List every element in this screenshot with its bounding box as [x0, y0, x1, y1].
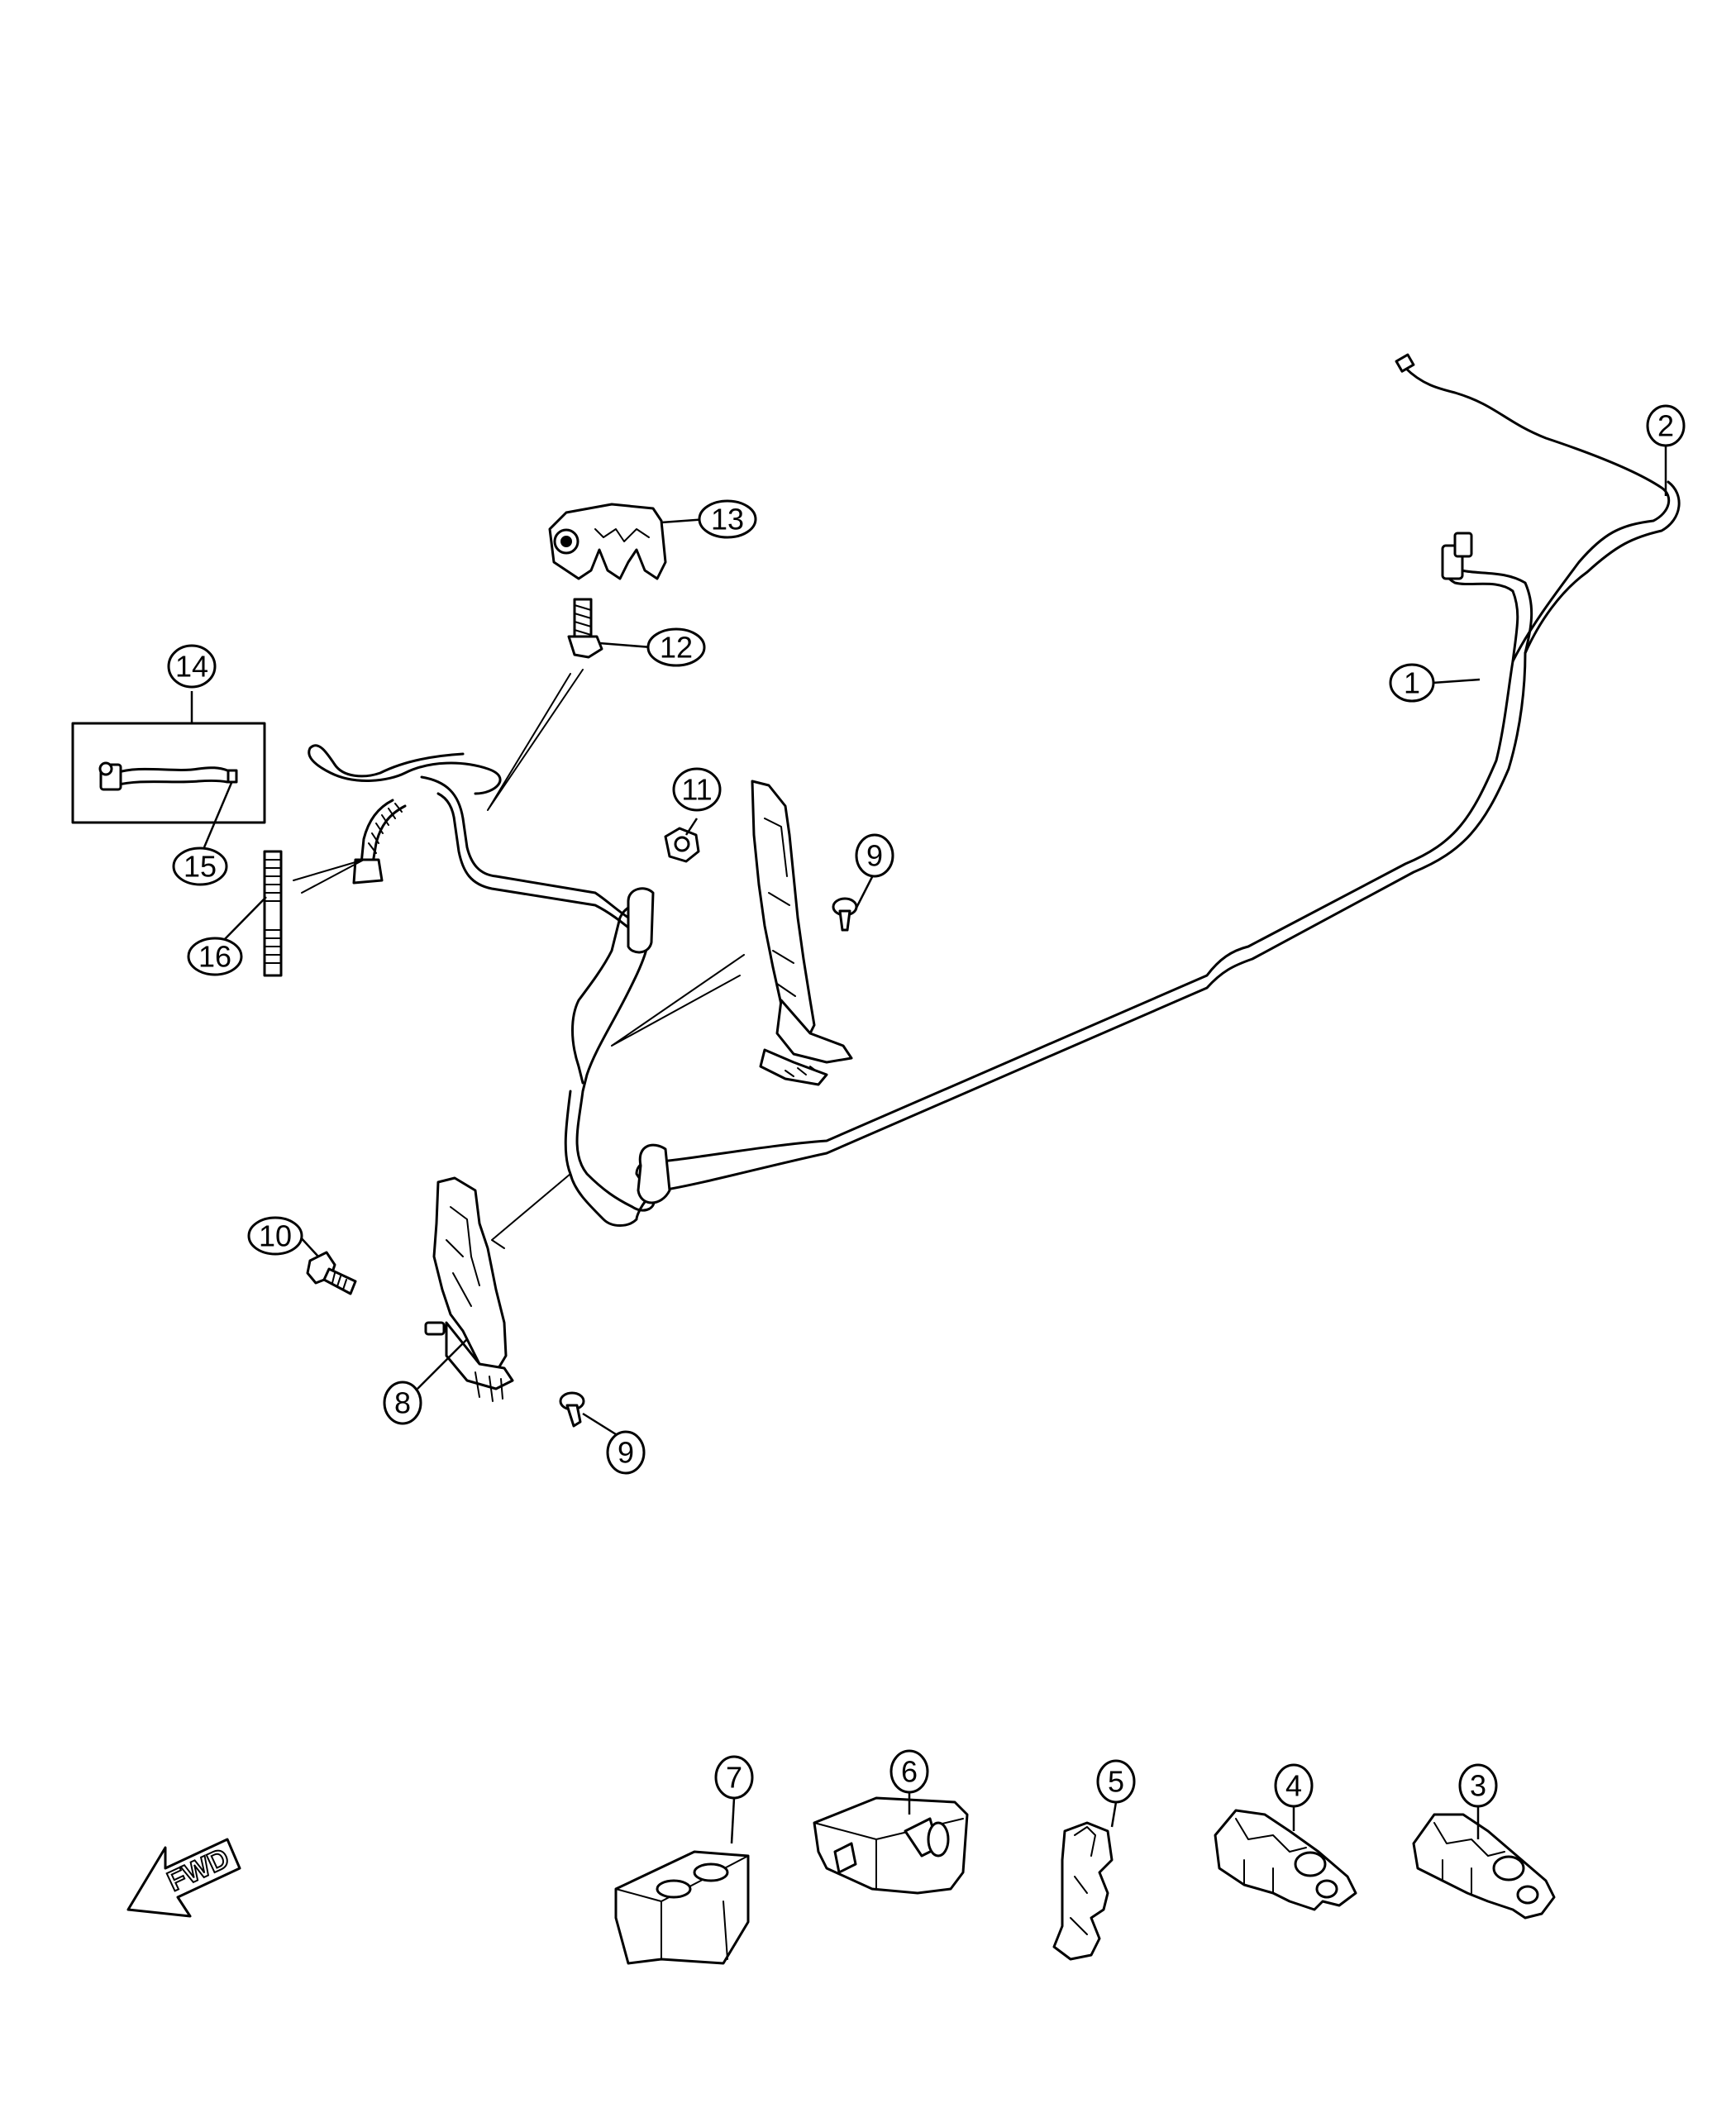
callout-7: 7	[714, 1755, 754, 1800]
callout-5: 5	[1096, 1759, 1136, 1804]
svg-text:1: 1	[1404, 666, 1420, 700]
clip-6	[813, 1796, 969, 1895]
callout-10: 10	[247, 1216, 303, 1256]
clip-4	[1214, 1809, 1357, 1911]
pointer-wedges	[293, 669, 745, 1249]
callout-13: 13	[698, 499, 757, 539]
push-pin-9-upper	[832, 897, 858, 932]
callout-4: 4	[1274, 1763, 1314, 1808]
svg-text:6: 6	[901, 1755, 918, 1789]
svg-text:14: 14	[175, 650, 208, 684]
svg-text:5: 5	[1108, 1765, 1124, 1799]
svg-text:12: 12	[660, 631, 693, 665]
svg-text:8: 8	[394, 1386, 411, 1420]
clip-7	[614, 1850, 750, 1965]
svg-text:9: 9	[866, 839, 883, 873]
svg-text:16: 16	[198, 940, 231, 974]
bracket-8	[424, 1176, 514, 1402]
fwd-label: FWD	[163, 1842, 234, 1897]
svg-text:7: 7	[726, 1761, 742, 1795]
callout-9-lower: 9	[606, 1430, 646, 1475]
svg-text:10: 10	[259, 1219, 292, 1253]
svg-text:11: 11	[681, 773, 712, 807]
callout-12: 12	[646, 627, 706, 667]
svg-text:15: 15	[184, 850, 217, 884]
callout-14: 14	[167, 644, 217, 689]
callout-leaders	[190, 445, 1667, 1844]
nut-11	[664, 827, 700, 863]
callout-6: 6	[889, 1749, 929, 1794]
svg-text:4: 4	[1285, 1769, 1302, 1803]
bolt-12	[567, 598, 603, 659]
callout-2: 2	[1646, 404, 1686, 447]
callout-16: 16	[187, 937, 243, 976]
clip-3	[1412, 1813, 1556, 1920]
callout-9-upper: 9	[855, 833, 894, 878]
callout-8: 8	[383, 1381, 422, 1425]
fwd-direction-marker: FWD	[126, 1838, 241, 1918]
bracket-center	[751, 780, 853, 1086]
callout-3: 3	[1458, 1763, 1498, 1808]
clip-5	[1052, 1821, 1114, 1961]
callouts: 1 2 3 4 5 6 7 8	[167, 404, 1686, 1808]
bolt-10	[306, 1251, 357, 1295]
forward-arrow-icon	[126, 1838, 241, 1918]
svg-text:2: 2	[1657, 409, 1674, 443]
hose-kit-14	[71, 722, 266, 824]
svg-text:13: 13	[711, 503, 744, 537]
svg-text:3: 3	[1470, 1769, 1486, 1803]
callout-11: 11	[672, 767, 722, 812]
callout-1: 1	[1389, 663, 1435, 703]
line-assembly-1	[308, 353, 1681, 1227]
bracket-13	[548, 503, 667, 580]
callout-15: 15	[172, 847, 228, 886]
svg-text:9: 9	[618, 1436, 634, 1470]
stud-16	[263, 850, 283, 977]
push-pin-9-lower	[559, 1391, 585, 1428]
